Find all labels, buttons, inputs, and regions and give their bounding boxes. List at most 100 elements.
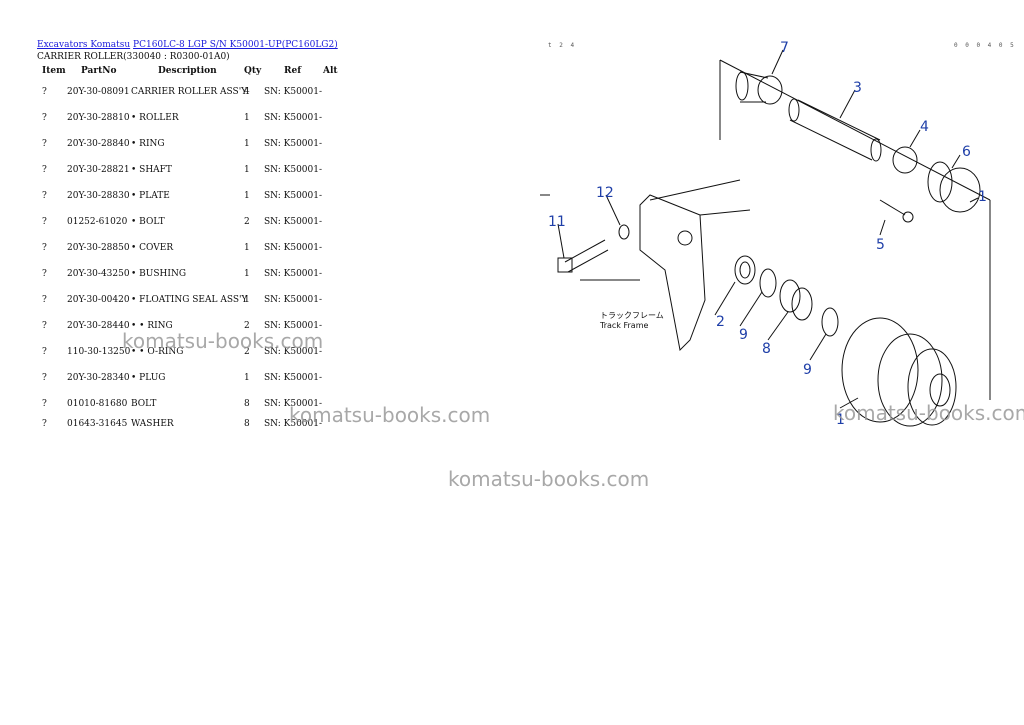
cell-item: ? [42,347,47,357]
table-row: ? 20Y-30-28830 • PLATE 1 SN: K50001- [37,191,357,203]
cell-item: ? [42,139,47,149]
cell-qty: 1 [244,165,250,175]
cell-item: ? [42,87,47,97]
watermark: komatsu-books.com [289,403,491,427]
table-row: ? 110-30-13250 • • O-RING 2 SN: K50001- [37,347,357,359]
callout-6: 6 [962,144,971,160]
breadcrumb-link-excavators[interactable]: Excavators Komatsu [37,40,131,50]
table-row: ? 01643-31645 WASHER 8 SN: K50001- [37,419,357,431]
cell-item: ? [42,321,47,331]
breadcrumb-link-model[interactable]: PC160LC-8 LGP S/N K50001-UP(PC160LG2) [133,40,338,50]
cell-description: • BOLT [131,217,165,227]
cell-qty: 4 [244,87,250,97]
cell-description: • FLOATING SEAL ASS'Y [131,295,248,305]
cell-qty: 1 [244,373,250,383]
cell-partno: 20Y-30-28821 [67,165,130,175]
callout-4: 4 [920,119,929,135]
cell-item: ? [42,243,47,253]
table-row: ? 20Y-30-08091 CARRIER ROLLER ASS'Y 4 SN… [37,87,357,99]
cell-ref: SN: K50001- [264,217,323,227]
cell-qty: 2 [244,347,250,357]
cell-partno: 20Y-30-28840 [67,139,130,149]
cell-partno: 20Y-30-08091 [67,87,130,97]
cell-qty: 1 [244,139,250,149]
callout-5: 5 [876,237,885,253]
cell-partno: 20Y-30-28830 [67,191,130,201]
cell-partno: 20Y-30-00420 [67,295,130,305]
header-description: Description [158,66,217,76]
page-subtitle: CARRIER ROLLER(330040 : R0300-01A0) [37,52,230,62]
cell-ref: SN: K50001- [264,243,323,253]
watermark: komatsu-books.com [122,329,324,353]
table-row: ? 20Y-30-28340 • PLUG 1 SN: K50001- [37,373,357,385]
callout-8: 8 [762,341,771,357]
cell-ref: SN: K50001- [264,295,323,305]
table-row: ? 20Y-30-28810 • ROLLER 1 SN: K50001- [37,113,357,125]
watermark: komatsu-books.com [448,467,650,491]
exploded-view-drawing: 7 3 4 6 1 5 12 11 2 9 8 9 1 トラックフレーム Tra… [540,40,991,428]
parts-diagram: t 2 4 0 0 0 4 0 5 [540,30,1024,440]
cell-partno: 20Y-30-28810 [67,113,130,123]
cell-ref: SN: K50001- [264,139,323,149]
cell-partno: 20Y-30-28340 [67,373,130,383]
callout-7: 7 [780,40,789,56]
cell-ref: SN: K50001- [264,419,323,429]
table-row: ? 01010-81680 BOLT 8 SN: K50001- [37,399,357,411]
cell-ref: SN: K50001- [264,113,323,123]
cell-description: • ROLLER [131,113,179,123]
header-item: Item [42,66,66,76]
callout-9-right: 9 [803,362,812,378]
cell-qty: 2 [244,217,250,227]
cell-partno: 01010-81680 [67,399,128,409]
callout-1-top: 1 [978,189,987,205]
cell-item: ? [42,419,47,429]
cell-partno: 110-30-13250 [67,347,131,357]
table-row: ? 20Y-30-28840 • RING 1 SN: K50001- [37,139,357,151]
callout-1-bottom: 1 [836,412,845,428]
header-qty: Qty [244,66,262,76]
cell-item: ? [42,191,47,201]
cell-ref: SN: K50001- [264,347,323,357]
callout-2: 2 [716,314,725,330]
table-row: ? 01252-61020 • BOLT 2 SN: K50001- [37,217,357,229]
cell-description: • BUSHING [131,269,187,279]
cell-partno: 01643-31645 [67,419,128,429]
cell-description: WASHER [131,419,174,429]
cell-partno: 20Y-30-28440 [67,321,130,331]
cell-item: ? [42,295,47,305]
cell-item: ? [42,217,47,227]
cell-description: CARRIER ROLLER ASS'Y [131,87,248,97]
cell-qty: 1 [244,191,250,201]
callout-11: 11 [548,214,566,230]
table-row: ? 20Y-30-28821 • SHAFT 1 SN: K50001- [37,165,357,177]
cell-partno: 20Y-30-43250 [67,269,130,279]
callout-3: 3 [853,80,862,96]
cell-item: ? [42,269,47,279]
cell-ref: SN: K50001- [264,373,323,383]
watermark: komatsu-books.com [833,401,1024,425]
cell-ref: SN: K50001- [264,399,323,409]
cell-qty: 1 [244,243,250,253]
table-row: ? 20Y-30-00420 • FLOATING SEAL ASS'Y 1 S… [37,295,357,307]
cell-qty: 1 [244,269,250,279]
cell-ref: SN: K50001- [264,165,323,175]
cell-description: • RING [131,139,165,149]
table-row: ? 20Y-30-28850 • COVER 1 SN: K50001- [37,243,357,255]
drawing-code-left: t 2 4 [548,42,577,49]
cell-description: • PLATE [131,191,170,201]
drawing-code-right: 0 0 0 4 0 5 [954,42,1016,49]
table-row: ? 20Y-30-43250 • BUSHING 1 SN: K50001- [37,269,357,281]
cell-qty: 2 [244,321,250,331]
cell-ref: SN: K50001- [264,87,323,97]
header-ref: Ref [284,66,302,76]
cell-description: • PLUG [131,373,166,383]
cell-ref: SN: K50001- [264,321,323,331]
cell-description: • SHAFT [131,165,172,175]
cell-qty: 1 [244,113,250,123]
frame-label-en: Track Frame [599,321,648,330]
cell-description: • • RING [131,321,173,331]
cell-item: ? [42,113,47,123]
cell-qty: 8 [244,419,250,429]
cell-qty: 8 [244,399,250,409]
cell-description: • • O-RING [131,347,184,357]
